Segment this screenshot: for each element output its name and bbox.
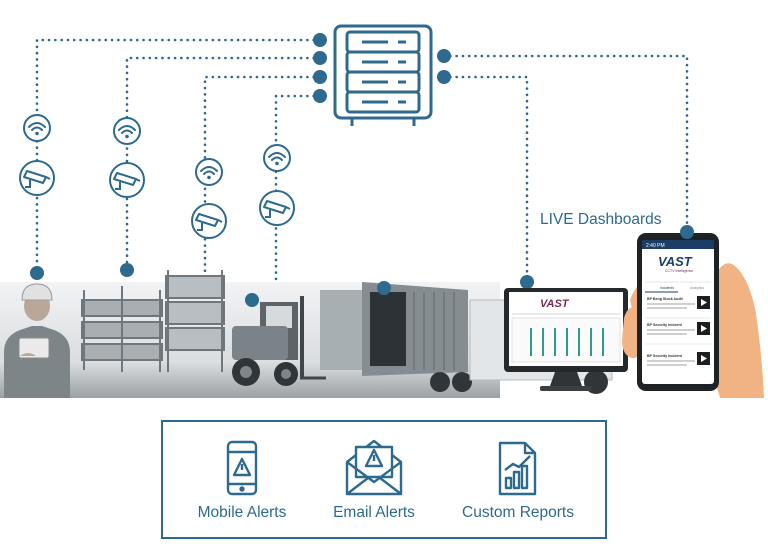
play-icon bbox=[701, 355, 707, 362]
device-icons bbox=[19, 114, 295, 239]
wifi-icon bbox=[195, 158, 223, 186]
feature-labels: Mobile Alerts Email Alerts Custom Report… bbox=[198, 504, 575, 521]
alert-title: BP Security Incident bbox=[647, 323, 683, 327]
desktop-monitor: VAST bbox=[504, 288, 628, 391]
phone-brand: VAST bbox=[658, 254, 693, 269]
port-dot bbox=[313, 70, 327, 84]
device-dot-worker bbox=[30, 266, 44, 280]
phone-tab-analytics[interactable]: Analytics bbox=[690, 286, 704, 290]
smartphone: 2:40 PM VAST CCTV Intelligence Incidents… bbox=[637, 233, 719, 391]
feature-label-mobile-alerts: Mobile Alerts bbox=[198, 504, 287, 521]
wifi-icon bbox=[113, 117, 141, 145]
connection-line-racks bbox=[125, 56, 322, 270]
phone-alert-item[interactable]: BP Beng Stock Audit bbox=[647, 296, 710, 309]
play-icon bbox=[701, 299, 707, 306]
cctv-camera-icon bbox=[191, 203, 227, 239]
port-dot bbox=[437, 70, 451, 84]
connection-line-worker bbox=[35, 38, 322, 272]
port-dot bbox=[313, 33, 327, 47]
play-icon bbox=[701, 325, 707, 332]
screen-bar bbox=[566, 328, 568, 356]
report-chart-icon bbox=[498, 441, 537, 496]
wifi-icon bbox=[23, 114, 51, 142]
device-dot-container bbox=[377, 281, 391, 295]
screen-bar bbox=[602, 328, 604, 356]
connection-line-forklift bbox=[274, 94, 386, 290]
email-alert-icon bbox=[345, 439, 403, 496]
connection-line-shelves bbox=[203, 75, 322, 302]
pallet-racks bbox=[81, 270, 225, 372]
phone-alert-item[interactable]: BP Security Incident bbox=[647, 352, 710, 366]
cctv-camera-icon bbox=[109, 162, 145, 198]
cctv-camera-icon bbox=[19, 160, 55, 196]
features-panel: Mobile Alerts Email Alerts Custom Report… bbox=[161, 420, 607, 539]
port-dot bbox=[313, 51, 327, 65]
device-dots bbox=[30, 263, 534, 307]
device-dot-monitor bbox=[520, 275, 534, 289]
forklift bbox=[232, 296, 326, 386]
port-dot bbox=[437, 49, 451, 63]
connection-line-monitor bbox=[442, 75, 529, 282]
cctv-camera-icon bbox=[259, 190, 295, 226]
screen-bar bbox=[554, 328, 556, 356]
monitor-brand: VAST bbox=[540, 298, 570, 310]
alert-title: BP Security Incident bbox=[647, 354, 683, 358]
feature-label-email-alerts: Email Alerts bbox=[333, 504, 415, 521]
monitor-bar-chart bbox=[530, 328, 604, 356]
mobile-alert-icon bbox=[226, 440, 258, 496]
phone-brand-tagline: CCTV Intelligence bbox=[665, 269, 693, 273]
server-rack-icon bbox=[333, 24, 433, 126]
screen-bar bbox=[530, 328, 532, 356]
device-dot-forklift bbox=[245, 293, 259, 307]
server-ports bbox=[313, 33, 451, 103]
phone-time: 2:40 PM bbox=[646, 243, 665, 249]
connection-line-phone bbox=[442, 54, 689, 234]
screen-bar bbox=[542, 328, 544, 356]
worker-figure bbox=[4, 283, 70, 398]
alert-title: BP Beng Stock Audit bbox=[647, 297, 684, 301]
wifi-icon bbox=[263, 144, 291, 172]
phone-tab-incidents[interactable]: Incidents bbox=[660, 286, 674, 290]
shipping-container bbox=[320, 282, 472, 392]
phone-alert-item[interactable]: BP Security Incident bbox=[647, 322, 710, 335]
live-dashboards-label: LIVE Dashboards bbox=[540, 211, 662, 228]
port-dot bbox=[313, 89, 327, 103]
screen-bar bbox=[578, 328, 580, 356]
device-dot-phone bbox=[680, 225, 694, 239]
feature-label-custom-reports: Custom Reports bbox=[462, 504, 574, 521]
screen-bar bbox=[590, 328, 592, 356]
device-dot-racks bbox=[120, 263, 134, 277]
